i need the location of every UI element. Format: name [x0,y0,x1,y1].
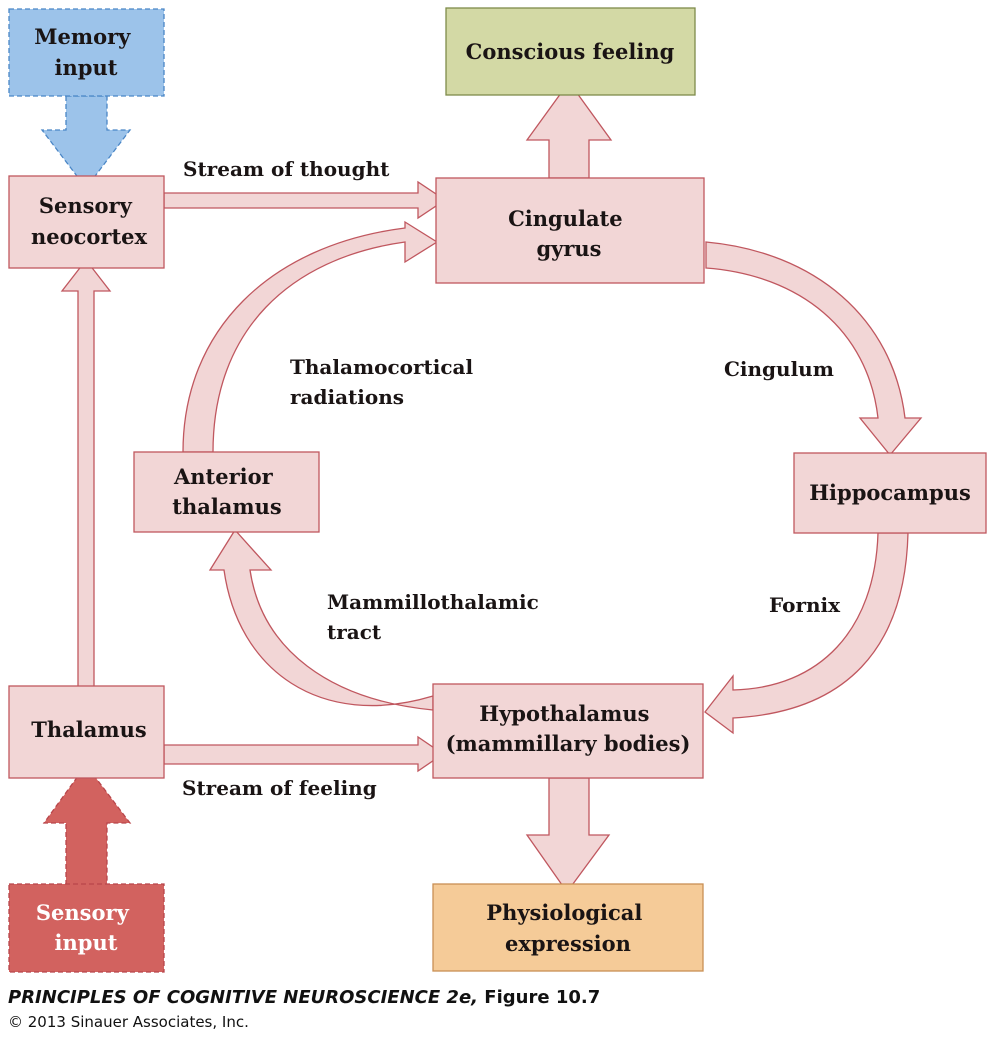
arrows [60,80,923,894]
book-title: PRINCIPLES OF COGNITIVE NEUROSCIENCE 2e, [8,987,479,1008]
edge-label-mammillothalamic: Mammillothalamic tract [327,590,546,644]
node-sensory-input-box [8,883,165,973]
node-cingulate-gyrus-box [435,177,705,284]
node-memory-input-label: Memory input [34,24,137,80]
node-physiological-expression-box [432,883,704,972]
node-memory-input-box [8,8,165,97]
node-thalamus-box [8,685,165,779]
arrow-to-physiological-expression [525,777,611,894]
node-conscious-feeling-box [445,7,696,96]
arrow-stream-of-thought [163,180,447,220]
node-thalamus-label: Thalamus [31,717,146,742]
edge-label-cingulum: Cingulum [724,357,834,381]
edge-label-thalamocortical: Thalamocortical radiations [290,355,480,409]
edge-label-stream-of-feeling: Stream of feeling [182,776,377,800]
node-sensory-neocortex-label: Sensory neocortex [31,193,148,249]
node-anterior-thalamus-label: Anterior thalamus [172,464,281,519]
copyright-notice: © 2013 Sinauer Associates, Inc. [8,1013,249,1031]
node-hypothalamus-box [432,683,704,779]
arrow-thalamus-to-neocortex [60,258,112,689]
node-hippocampus-label: Hippocampus [809,480,971,505]
edge-label-stream-of-thought: Stream of thought [183,157,390,181]
node-sensory-input-label: Sensory input [36,900,136,955]
node-conscious-feeling-label: Conscious feeling [466,39,675,64]
node-hippocampus-box [793,452,987,534]
figure-caption-title: PRINCIPLES OF COGNITIVE NEUROSCIENCE 2e,… [8,987,600,1008]
arrow-mammillothalamic [208,528,434,711]
node-hypothalamus-label: Hypothalamus (mammillary bodies) [446,701,691,756]
arrow-fornix [704,532,909,735]
arrow-cingulum [705,241,923,457]
node-cingulate-gyrus-label: Cingulate gyrus [508,206,630,261]
arrow-thalamocortical [182,220,439,453]
arrow-memory-input [40,95,132,190]
arrow-stream-of-feeling [163,735,445,773]
node-anterior-thalamus-box [133,451,320,533]
node-physiological-expression-label: Physiological expression [486,900,649,956]
node-sensory-neocortex-box [8,175,165,269]
figure-number: Figure 10.7 [484,987,601,1008]
arrow-to-conscious-feeling [525,80,613,179]
edge-label-fornix: Fornix [769,593,841,617]
arrow-sensory-input [42,763,132,886]
